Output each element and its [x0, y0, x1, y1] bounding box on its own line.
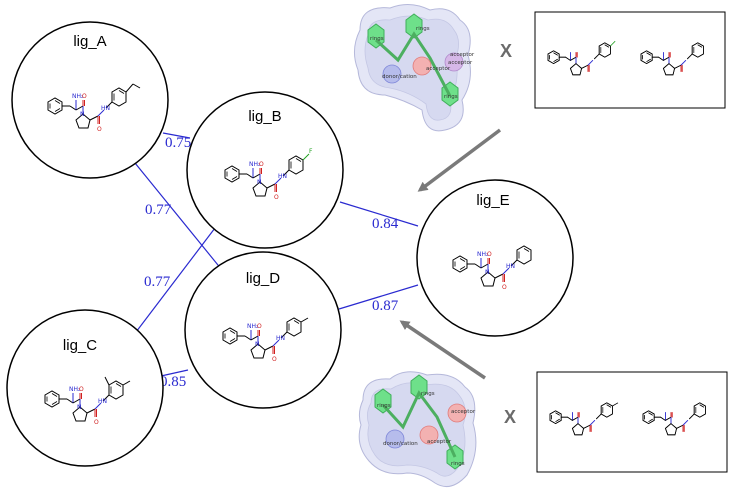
svg-text:O: O: [272, 356, 277, 363]
svg-text:O: O: [94, 419, 99, 426]
operator-x-top: X: [500, 41, 512, 61]
lig-a-structure: NH₂ O N HN O: [47, 83, 141, 133]
lig-d-structure: NH₂ O N HN O: [222, 317, 309, 363]
node-lig-d-label: lig_D: [246, 270, 280, 287]
svg-text:rings: rings: [451, 461, 465, 467]
svg-text:acceptor: acceptor: [451, 409, 476, 415]
arrow-bottom: [399, 320, 486, 380]
highlight-box-top: [534, 11, 726, 109]
lig-c-structure: NH₂ O N HN O: [44, 376, 131, 426]
edge-label-c-d: 0.85: [160, 374, 186, 390]
svg-text:N: N: [255, 341, 260, 348]
svg-text:rings: rings: [444, 94, 458, 100]
svg-text:HN: HN: [278, 173, 287, 180]
svg-text:donor/cation: donor/cation: [383, 441, 418, 447]
svg-text:acceptor: acceptor: [427, 439, 452, 445]
arrow-top: [417, 128, 502, 192]
svg-text:O: O: [257, 323, 262, 330]
operator-x-bottom: X: [504, 407, 516, 427]
svg-text:O: O: [274, 194, 279, 201]
svg-text:NH₂: NH₂: [249, 161, 261, 168]
node-lig-d[interactable]: lig_D NH₂ O N HN O: [184, 251, 342, 409]
svg-text:N: N: [257, 179, 262, 186]
svg-text:O: O: [487, 251, 492, 258]
node-lig-b[interactable]: lig_B F NH₂ O N HN O: [186, 91, 344, 249]
svg-text:acceptor: acceptor: [450, 52, 475, 58]
svg-text:NH₂: NH₂: [247, 323, 259, 330]
svg-text:O: O: [79, 386, 84, 393]
svg-text:rings: rings: [421, 391, 435, 397]
svg-text:HN: HN: [506, 263, 515, 270]
edge-labels: 0.75 0.77 0.77 0.85 0.84 0.87: [144, 135, 399, 390]
svg-text:F: F: [309, 148, 313, 155]
node-lig-c[interactable]: lig_C NH₂ O N HN O: [6, 309, 164, 467]
svg-text:O: O: [259, 161, 264, 168]
node-lig-e-label: lig_E: [476, 192, 509, 209]
lig-b-structure: F NH₂ O N HN O: [224, 148, 313, 201]
svg-text:rings: rings: [377, 403, 391, 409]
svg-text:rings: rings: [370, 36, 384, 42]
edge-label-b-c: 0.77: [144, 274, 171, 290]
svg-text:O: O: [97, 126, 102, 133]
edges: [132, 132, 419, 377]
node-lig-b-label: lig_B: [248, 108, 281, 125]
svg-text:NH₂: NH₂: [72, 93, 84, 100]
svg-text:NH₂: NH₂: [477, 251, 489, 258]
edge-label-b-e: 0.84: [372, 216, 399, 232]
svg-text:rings: rings: [416, 26, 430, 32]
svg-text:HN: HN: [98, 398, 107, 405]
edge-label-a-d: 0.77: [145, 202, 172, 218]
svg-text:N: N: [485, 269, 490, 276]
svg-text:N: N: [80, 111, 85, 118]
svg-text:HN: HN: [276, 335, 285, 342]
edge-d-e: [338, 284, 419, 310]
svg-text:O: O: [502, 284, 507, 291]
svg-text:HN: HN: [101, 105, 110, 112]
node-lig-a-label: lig_A: [73, 33, 106, 50]
svg-text:N: N: [77, 404, 82, 411]
svg-text:donor/cation: donor/cation: [382, 74, 417, 80]
edge-label-d-e: 0.87: [372, 298, 399, 314]
svg-text:acceptor: acceptor: [448, 60, 473, 66]
edge-a-d: [134, 162, 223, 271]
edge-label-a-b: 0.75: [165, 135, 191, 151]
svg-text:NH₂: NH₂: [69, 386, 81, 393]
edge-b-c: [132, 227, 216, 337]
svg-text:acceptor: acceptor: [426, 66, 451, 72]
edge-b-e: [339, 201, 419, 227]
node-lig-c-label: lig_C: [63, 337, 97, 354]
highlight-box-bottom: [536, 371, 728, 473]
pharmacophore-overlay-top: rings rings acceptor acceptor acceptor d…: [354, 4, 475, 132]
edge-a-b: [162, 132, 191, 139]
node-lig-e[interactable]: lig_E NH₂ O N HN O: [416, 179, 574, 337]
node-lig-a[interactable]: lig_A NH₂ O N HN O: [11, 21, 169, 179]
edge-c-d: [160, 369, 189, 377]
svg-text:O: O: [82, 93, 87, 100]
pharmacophore-overlay-bottom: rings rings acceptor acceptor donor/cati…: [358, 371, 477, 488]
lig-e-structure: NH₂ O N HN O: [452, 245, 532, 291]
